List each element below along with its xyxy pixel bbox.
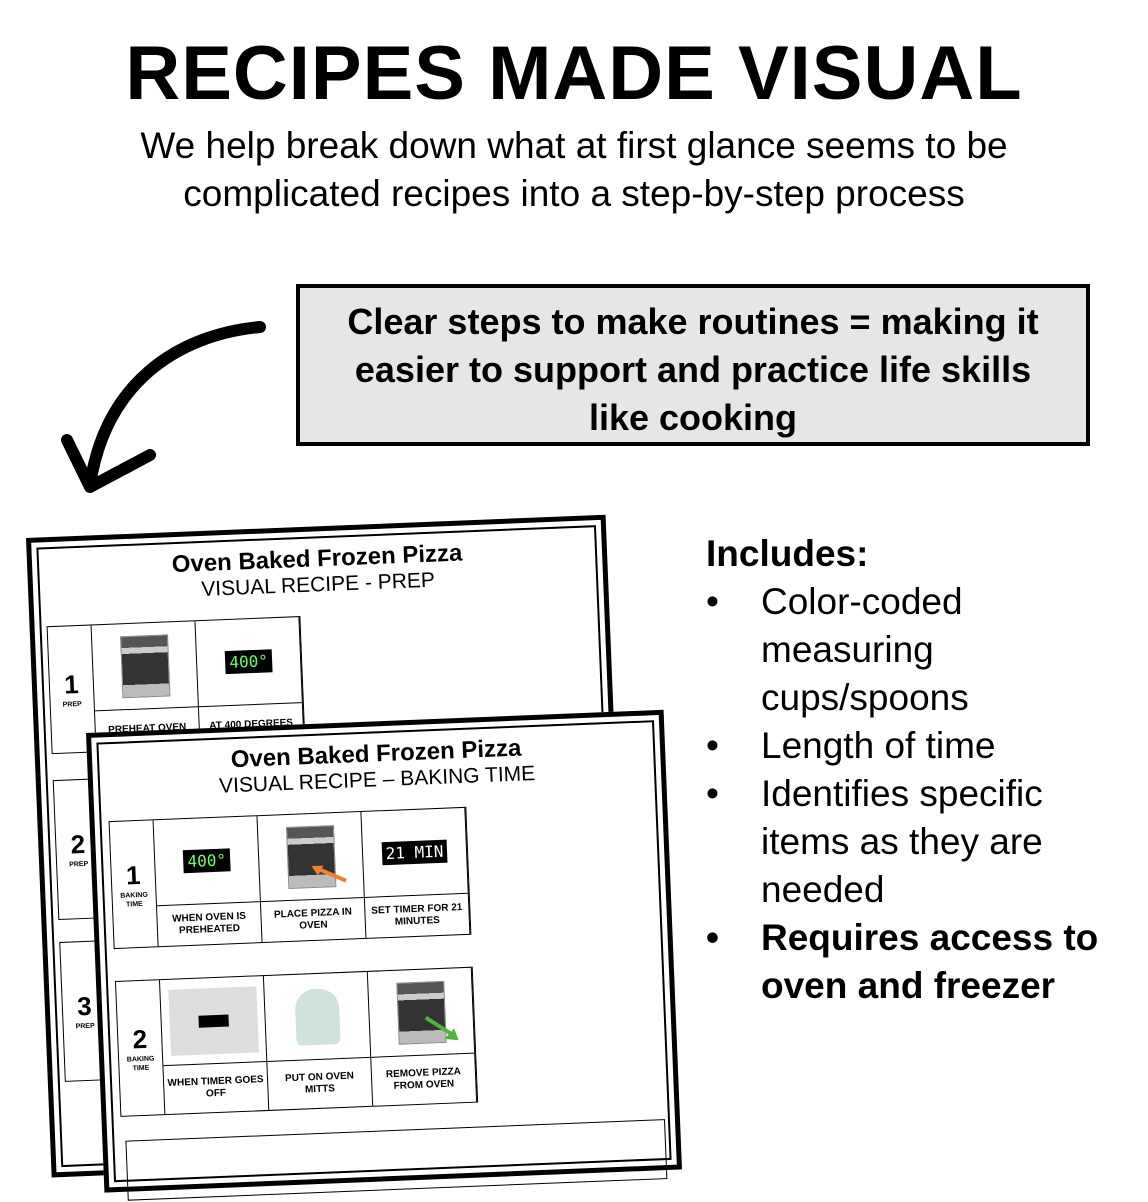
subtitle-line: We help break down what at first glance … [140, 125, 1008, 166]
includes-list: Includes: Color-coded measuring cups/spo… [706, 530, 1126, 1010]
curved-arrow-icon [61, 321, 266, 493]
callout-box: Clear steps to make routines = making it… [296, 284, 1090, 446]
callout-line: easier to support and practice life skil… [354, 349, 1032, 390]
arrow-out-icon [424, 1015, 459, 1041]
oven-icon [119, 633, 170, 698]
arrow-in-icon [311, 865, 347, 883]
subtitle: We help break down what at first glance … [0, 122, 1148, 218]
callout-line: Clear steps to make routines = making it [347, 301, 1039, 342]
list-item: Identifies specific items as they are ne… [706, 770, 1126, 914]
list-item: Requires access to oven and freezer [706, 914, 1126, 1010]
temperature-display: 400° [224, 649, 273, 675]
list-item: Length of time [706, 722, 1126, 770]
page-title: RECIPES MADE VISUAL [125, 31, 1023, 116]
includes-heading: Includes: [706, 533, 869, 574]
list-item: Color-coded measuring cups/spoons [706, 578, 1126, 722]
recipe-card-baking: Oven Baked Frozen Pizza VISUAL RECIPE – … [86, 709, 682, 1201]
temperature-display: 400° [183, 848, 231, 874]
callout-line: like cooking [588, 397, 798, 438]
subtitle-line: complicated recipes into a step-by-step … [183, 173, 965, 214]
timer-panel-icon [167, 985, 259, 1056]
timer-display: 21 MIN [381, 839, 448, 866]
oven-mitt-icon [293, 987, 341, 1046]
